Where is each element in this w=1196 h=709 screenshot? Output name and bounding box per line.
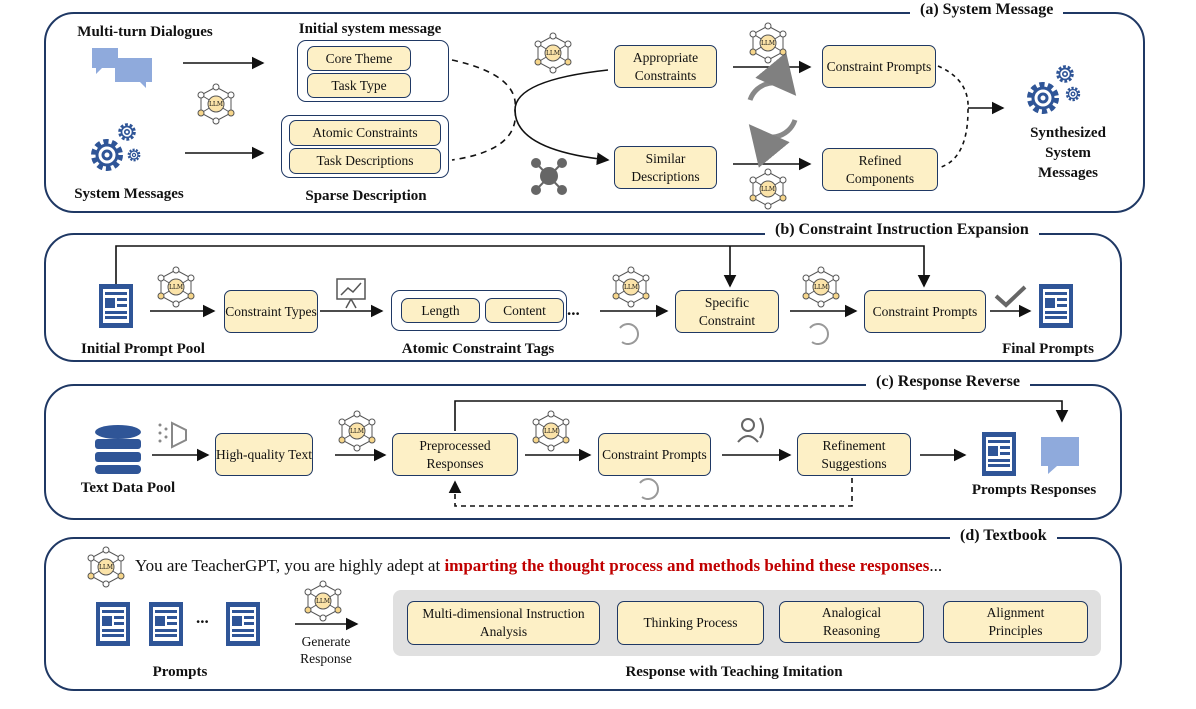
llm-label: LLM (209, 101, 223, 108)
final-prompts-label: Final Prompts (1002, 341, 1094, 357)
llm-icon (87, 22, 840, 622)
panel-system-message (44, 12, 1145, 213)
generate-label: Generate Response (300, 634, 352, 666)
specific-constraint-box: Specific Constraint (675, 290, 779, 333)
panel-d-title: (d) Textbook (950, 527, 1057, 545)
multi-turn-label: Multi-turn Dialogues (77, 24, 213, 40)
constraint-prompts-box: Constraint Prompts (822, 45, 936, 88)
synthesized-label: Synthesized System Messages (1030, 125, 1106, 181)
gear-icon (94, 123, 141, 168)
system-messages-label: System Messages (74, 186, 184, 202)
prompts-responses-label: Prompts Responses (971, 482, 1097, 498)
llm-label: LLM (316, 598, 330, 605)
b-constraint-prompts-box: Constraint Prompts (864, 290, 986, 333)
initial-pool-label: Initial Prompt Pool (81, 341, 205, 357)
panel-constraint-expansion (44, 233, 1122, 362)
caption-label: Response with Teaching Imitation (625, 664, 843, 680)
llm-label: LLM (761, 186, 775, 193)
sentence-end: ... (929, 556, 943, 575)
constraint-types-box: Constraint Types (224, 290, 318, 333)
hq-text-box: High-quality Text (215, 433, 313, 476)
teacher-prompt: You are TeacherGPT, you are highly adept… (135, 556, 942, 576)
sparse-label: Sparse Description (305, 188, 427, 204)
small-cycle-icons (619, 323, 829, 500)
panel-c-title: (c) Response Reverse (866, 373, 1030, 391)
prompts-ellipsis: ... (196, 608, 209, 627)
d-prompts-label: Prompts (152, 664, 208, 680)
task-descriptions-box: Task Descriptions (289, 148, 441, 174)
task-type-box: Task Type (307, 73, 411, 98)
panel-b-title: (b) Constraint Instruction Expansion (765, 221, 1039, 239)
presentation-icon (336, 278, 366, 309)
appropriate-constraints-box: Appropriate Constraints (614, 45, 717, 88)
panel-response-reverse (44, 384, 1122, 520)
c-constraint-prompts-box: Constraint Prompts (598, 433, 711, 476)
llm-label: LLM (814, 284, 828, 291)
tags-label: Atomic Constraint Tags (401, 341, 555, 357)
teach-item-2: Thinking Process (617, 601, 764, 645)
filter-icon (158, 421, 187, 449)
similar-descriptions-box: Similar Descriptions (614, 146, 717, 189)
llm-label: LLM (350, 428, 364, 435)
llm-label: LLM (544, 428, 558, 435)
llm-label: LLM (624, 284, 638, 291)
database-icon (95, 425, 141, 474)
refinement-box: Refinement Suggestions (797, 433, 911, 476)
llm-label: LLM (99, 564, 113, 571)
preprocessed-box: Preprocessed Responses (392, 433, 518, 476)
panel-a-title: (a) System Message (910, 1, 1064, 19)
sentence-highlight: imparting the thought process and method… (444, 556, 930, 575)
llm-label: LLM (546, 50, 560, 57)
initial-sys-label: Initial system message (298, 21, 442, 37)
refined-components-box: Refined Components (822, 148, 938, 191)
cycle-icon (747, 52, 798, 168)
llm-label: LLM (761, 40, 775, 47)
core-theme-box: Core Theme (307, 46, 411, 71)
tags-ellipsis: ... (567, 300, 580, 319)
check-icon (994, 285, 1027, 308)
teach-item-4: Alignment Principles (943, 601, 1088, 643)
panel-textbook (44, 537, 1122, 691)
sentence-plain: You are TeacherGPT, you are highly adept… (135, 556, 445, 575)
teach-item-1: Multi-dimensional Instruction Analysis (407, 601, 600, 645)
teach-item-3: Analogical Reasoning (779, 601, 924, 643)
length-tag: Length (401, 298, 480, 323)
document-icon (96, 284, 1073, 646)
llm-labels: LLM LLM LLM LLM LLM LLM LLM LLM LLM LLM … (99, 40, 828, 605)
text-pool-label: Text Data Pool (80, 480, 176, 496)
llm-label: LLM (169, 284, 183, 291)
chat-icon (92, 48, 152, 88)
user-feedback-icon (737, 417, 764, 443)
chat-bubble-icon (1041, 437, 1079, 474)
network-icon (531, 158, 567, 195)
atomic-constraints-box: Atomic Constraints (289, 120, 441, 146)
content-tag: Content (485, 298, 564, 323)
gear-icon (1030, 65, 1081, 111)
